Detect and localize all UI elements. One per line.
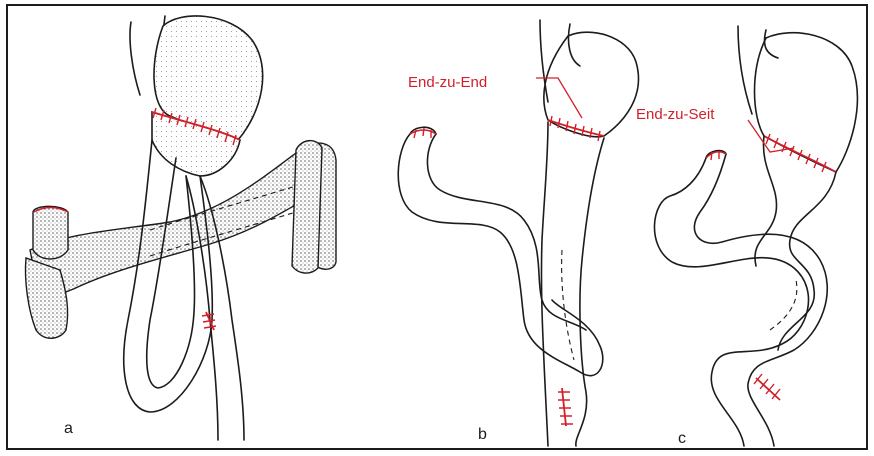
jejunum-loop-c — [654, 154, 827, 446]
panel-a-illustration — [25, 16, 336, 440]
panel-c-illustration — [654, 26, 857, 446]
annotation-end-to-side: End-zu-Seit — [636, 106, 714, 123]
jejunal-loop-a — [124, 140, 213, 412]
end-to-end-suture-b — [548, 120, 604, 136]
stump-suture-c — [706, 151, 726, 160]
panel-letter-a: a — [64, 420, 73, 438]
panel-letter-b: b — [478, 426, 487, 444]
enteral-suture-b — [562, 388, 566, 426]
colon-descending — [292, 141, 322, 273]
afferent-limb-b — [398, 134, 603, 376]
annotation-end-to-end: End-zu-End — [408, 74, 487, 91]
jejunum-b — [541, 122, 604, 446]
bowel-stump-a — [33, 206, 68, 259]
panel-letter-c: c — [678, 430, 686, 448]
end-to-end-leader — [536, 78, 582, 118]
enteral-suture-c — [756, 378, 780, 400]
stomach-b — [544, 32, 639, 137]
